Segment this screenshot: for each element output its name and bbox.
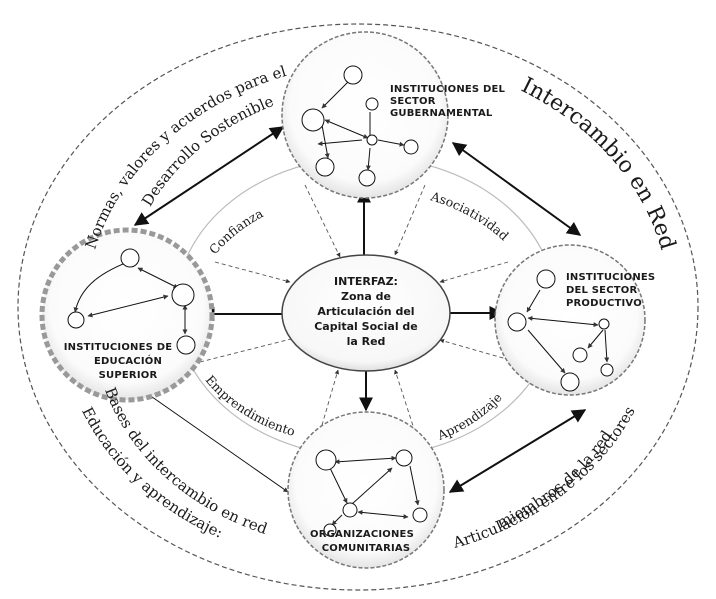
label-educacion-line1: Educación y aprendizaje:	[78, 404, 225, 542]
label-confianza: Confianza	[206, 205, 266, 257]
center-line-4: Capital Social de	[314, 320, 418, 333]
bottom-line-1: ORGANIZACIONES	[310, 529, 414, 540]
left-line-2: EDUCACIÓN	[94, 354, 162, 367]
network-bottom	[315, 449, 428, 537]
bottom-line-2: COMUNITARIAS	[322, 543, 411, 554]
node-top-circle	[281, 31, 449, 199]
label-articulacion-line2: miembros de la red	[494, 427, 616, 532]
link-top-right	[451, 142, 582, 236]
center-line-3: Articulación del	[317, 305, 414, 318]
left-line-3: SUPERIOR	[99, 370, 158, 381]
network-left	[67, 248, 196, 355]
node-left-title: INSTITUCIONES DE EDUCACIÓN SUPERIOR	[64, 342, 173, 381]
node-top-title: INSTITUCIONES DEL SECTOR GUBERNAMENTAL	[390, 84, 506, 119]
network-right	[507, 269, 614, 392]
right-line-3: PRODUCTIVO	[566, 298, 642, 309]
label-articulacion-line1: Articulación entre los sectores	[450, 403, 639, 552]
link-left-top	[133, 126, 285, 226]
center-line-5: la Red	[347, 335, 386, 348]
link-bottom-right	[448, 409, 587, 493]
label-asociatividad: Asociatividad	[428, 188, 512, 243]
center-hub	[281, 254, 451, 372]
center-line-2: Zona de	[341, 290, 391, 303]
outer-boundary	[17, 23, 699, 591]
left-line-1: INSTITUCIONES DE	[64, 342, 173, 353]
label-emprendimiento: Emprendimiento	[203, 372, 297, 439]
center-line-1: INTERFAZ:	[334, 275, 398, 288]
label-intercambio: Intercambio en Red	[517, 73, 680, 253]
dashed-arrows	[199, 184, 511, 433]
right-line-2: DEL SECTOR	[566, 285, 637, 296]
node-right-title: INSTITUCIONES DEL SECTOR PRODUCTIVO	[566, 272, 655, 309]
link-left-bottom	[144, 391, 289, 493]
node-bottom-title: ORGANIZACIONES COMUNITARIAS	[310, 529, 414, 554]
network-top	[301, 65, 419, 187]
top-line-1: INSTITUCIONES DEL	[390, 84, 506, 95]
label-aprendizaje: Aprendizaje	[434, 390, 504, 443]
top-line-2: SECTOR	[390, 96, 436, 107]
right-line-1: INSTITUCIONES	[566, 272, 655, 283]
center-hub-text: INTERFAZ: Zona de Articulación del Capit…	[314, 275, 418, 348]
top-line-3: GUBERNAMENTAL	[390, 108, 493, 119]
